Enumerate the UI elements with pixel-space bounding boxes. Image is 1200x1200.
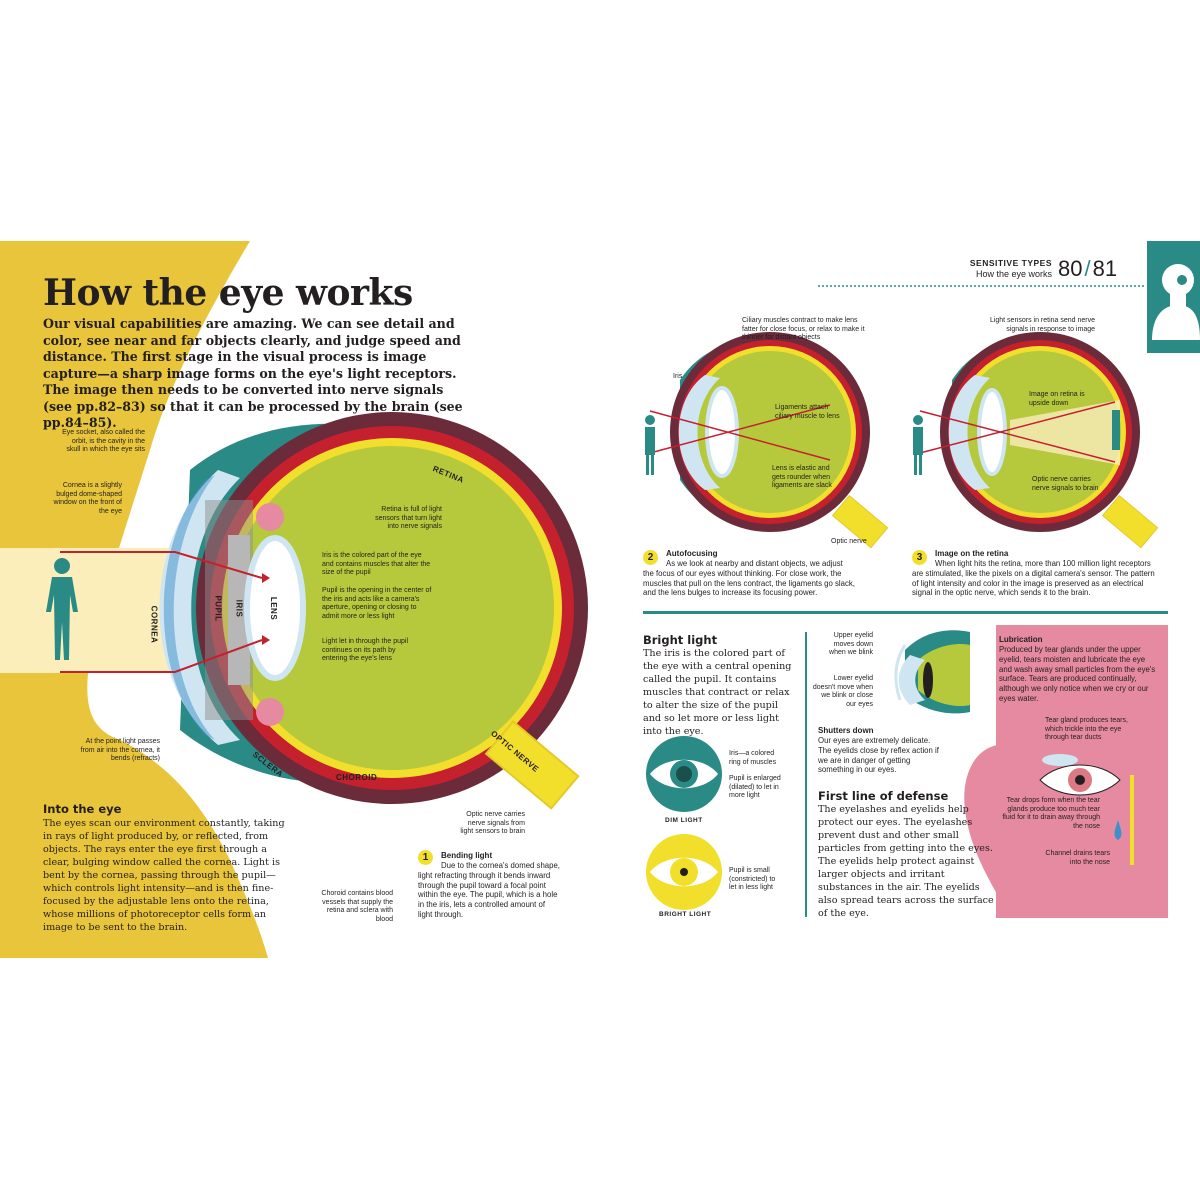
step3-caption-sensors: Light sensors in retina send nerve signa… <box>989 317 1095 333</box>
caption-iris-ring: Iris—a colored ring of muscles <box>729 750 777 766</box>
caption-optic-nerve: Optic nerve carries nerve signals from l… <box>460 811 525 836</box>
step3-caption-optic: Optic nerve carries nerve signals to bra… <box>1032 476 1099 492</box>
caption-point-light: At the point light passes from air into … <box>80 738 160 763</box>
step2-caption-ciliary: Ciliary muscles contract to make lens fa… <box>742 317 865 342</box>
label-cornea: CORNEA <box>149 605 159 644</box>
optic-nerve <box>484 720 580 810</box>
step1-body: Due to the cornea's domed shape, light r… <box>418 861 560 919</box>
shutters-body: Our eyes are extremely delicate. The eye… <box>818 736 939 775</box>
bright-light-body: The iris is the colored part of the eye … <box>643 648 792 737</box>
step2-caption-lens: Lens is elastic and gets rounder when li… <box>772 465 832 490</box>
caption-channel: Channel drains tears into the nose <box>1045 850 1110 866</box>
section-divider <box>643 611 1168 614</box>
label-lens: LENS <box>269 596 279 621</box>
lubrication-heading: Lubrication <box>999 635 1043 644</box>
caption-lower-eyelid: Lower eyelid doesn't move when we blink … <box>812 675 873 708</box>
caption-tear-drops: Tear drops form when the tear glands pro… <box>1002 797 1100 830</box>
step2-caption-optic: Optic nerve <box>831 538 867 545</box>
caption-iris: Iris is the colored part of the eye and … <box>322 552 431 577</box>
defense-body: The eyelashes and eyelids help protect o… <box>818 804 994 919</box>
light-beam <box>0 548 175 673</box>
dim-light-label: DIM LIGHT <box>665 817 703 824</box>
step2-caption-iris: Iris <box>673 373 683 380</box>
yellow-background-shape <box>0 241 268 958</box>
step2-heading: Autofocusing <box>666 549 718 558</box>
caption-choroid: Choroid contains blood vessels that supp… <box>321 890 393 923</box>
caption-light: Light let in through the pupil continues… <box>322 638 409 663</box>
defense-heading: First line of defense <box>818 789 949 803</box>
intro-text: Our visual capabilities are amazing. We … <box>43 316 463 430</box>
lens <box>244 535 306 681</box>
step3-number: 3 <box>912 550 927 565</box>
step1-heading: Bending light <box>441 851 493 860</box>
section-subtitle: How the eye works <box>975 269 1052 279</box>
label-pupil: PUPIL <box>213 595 223 622</box>
bright-light-heading: Bright light <box>643 633 718 647</box>
bright-light-label: BRIGHT LIGHT <box>659 911 712 918</box>
step2-caption-ligaments: Ligaments attach ciliary muscle to lens <box>775 404 840 420</box>
step2-body: As we look at nearby and distant objects… <box>643 559 855 598</box>
caption-upper-eyelid: Upper eyelid moves down when we blink <box>829 632 873 657</box>
section-name: SENSITIVE TYPES <box>969 258 1052 268</box>
page-numbers: 80/81 <box>1058 256 1118 281</box>
caption-tear-gland: Tear gland produces tears, which trickle… <box>1045 717 1128 742</box>
step3-caption-image: Image on retina is upside down <box>1029 391 1085 407</box>
vitreous <box>230 446 554 770</box>
step3-person <box>913 415 923 475</box>
caption-pupil: Pupil is the opening in the center of th… <box>322 587 432 620</box>
step2-number: 2 <box>643 550 658 565</box>
step2-person <box>645 415 655 475</box>
caption-pupil-enlarged: Pupil is enlarged (dilated) to let in mo… <box>729 775 781 800</box>
vertical-divider <box>805 632 807 917</box>
page-left: 80 <box>1058 256 1083 281</box>
label-iris: IRIS <box>234 599 244 618</box>
step3-heading: Image on the retina <box>935 549 1009 558</box>
page-right: 81 <box>1092 256 1118 281</box>
caption-pupil-small: Pupil is small (constricted) to let in l… <box>729 867 776 892</box>
shutters-heading: Shutters down <box>818 726 874 735</box>
step1-number: 1 <box>418 850 433 865</box>
label-choroid: CHOROID <box>336 773 378 782</box>
caption-retina: Retina is full of light sensors that tur… <box>375 506 442 531</box>
into-eye-heading: Into the eye <box>43 802 122 816</box>
person-figure <box>46 558 78 660</box>
light-rays <box>60 551 263 673</box>
lubrication-body: Produced by tear glands under the upper … <box>999 645 1156 703</box>
caption-cornea: Cornea is a slightly bulged dome-shaped … <box>53 482 123 515</box>
into-eye-body: The eyes scan our environment constantly… <box>43 818 285 933</box>
page-title: How the eye works <box>43 272 413 314</box>
step3-body: When light hits the retina, more than 10… <box>912 559 1155 598</box>
caption-eye-socket: Eye socket, also called the orbit, is th… <box>62 429 145 454</box>
